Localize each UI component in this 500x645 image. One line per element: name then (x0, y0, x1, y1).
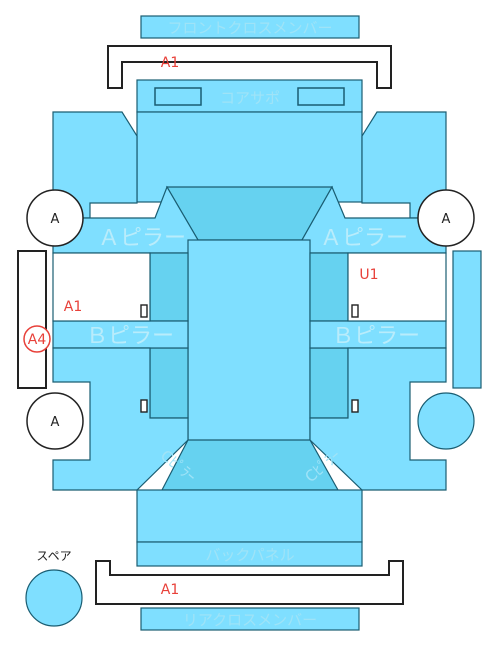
left-front-door-handle[interactable] (140, 304, 148, 318)
spare-tire[interactable] (25, 569, 83, 627)
front-cross-member-label: フロントクロスメンバー (167, 19, 332, 37)
right-front-door-inner[interactable] (309, 252, 349, 322)
tire-front-right[interactable] (417, 189, 475, 247)
tire-front-left[interactable] (26, 189, 84, 247)
right-front-door[interactable] (347, 252, 447, 322)
spare-label: スペア (36, 549, 71, 563)
left-rear-door-inner[interactable] (149, 347, 189, 419)
rear-cross-member-mark: A1 (161, 582, 179, 598)
rear-cross-member-box[interactable] (140, 607, 360, 631)
a1-left-mark: A1 (64, 299, 82, 315)
right-rear-door-inner[interactable] (309, 347, 349, 419)
tire-rear-right[interactable] (417, 392, 475, 450)
a4-mark-circle (23, 325, 51, 353)
right-a-pillar-label: Ａピラー (320, 226, 408, 251)
roof[interactable] (187, 239, 311, 453)
front-cross-member-mark: A1 (161, 55, 179, 71)
right-rear-door-handle[interactable] (351, 399, 359, 413)
back-panel[interactable] (136, 541, 363, 567)
left-b-pillar[interactable] (52, 320, 189, 349)
left-front-door[interactable] (52, 252, 151, 322)
tire-rear-left[interactable] (26, 392, 84, 450)
right-rear-quarter[interactable] (309, 347, 447, 491)
left-side-sill[interactable] (17, 250, 47, 389)
trunk-lid[interactable] (136, 489, 363, 543)
a4-mark: A4 (28, 332, 47, 348)
tire-rear-left-label: A (51, 415, 60, 430)
right-b-pillar-label: Ｂピラー (332, 324, 420, 349)
core-support[interactable] (136, 79, 363, 113)
rear-cross-member-bracket[interactable] (95, 560, 404, 605)
core-support-label: コアサポ (220, 89, 280, 107)
back-panel-label: バックパネル (205, 546, 294, 564)
u1-right-mark: U1 (359, 267, 378, 283)
left-a-pillar-label: Ａピラー (98, 226, 186, 251)
tire-front-right-label: A (442, 212, 451, 227)
right-side-sill[interactable] (452, 250, 482, 389)
left-b-pillar-label: Ｂピラー (86, 324, 174, 349)
front-cross-member-bracket[interactable] (107, 45, 392, 89)
right-front-door-handle[interactable] (351, 304, 359, 318)
front-cross-member-box[interactable] (140, 15, 360, 39)
left-rear-quarter[interactable] (52, 347, 189, 491)
left-rear-door-handle[interactable] (140, 399, 148, 413)
left-front-door-inner[interactable] (149, 252, 189, 322)
headlight-left[interactable] (154, 87, 202, 106)
headlight-right[interactable] (297, 87, 345, 106)
right-front-fender[interactable] (361, 111, 447, 219)
rear-cross-member-label: リアクロスメンバー (183, 611, 317, 629)
tire-front-left-label: A (51, 212, 60, 227)
